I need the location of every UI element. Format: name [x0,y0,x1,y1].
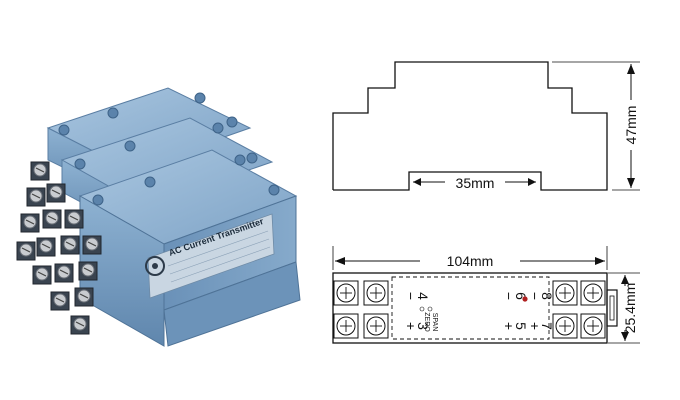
terminal-box [363,313,389,339]
terminal-box [580,280,606,306]
pin-8-sign: − [527,292,543,300]
module-front: AC Current Transmitter [78,149,301,347]
dim-104mm-text: 104mm [447,253,494,269]
terminal-blocks [16,161,102,335]
terminal-box [552,313,578,339]
span-label: SPAN [431,313,438,332]
screw-icon [555,316,575,336]
pin-6-sign: − [501,292,517,300]
span-pot-icon [427,306,433,312]
status-led-icon [522,296,528,302]
top-view: 104mm − 4 + 3 ZERO SPAN − 6 − 8 + 5 + 7 [332,246,640,344]
pin-8-label: 8 [539,292,555,300]
pin-6-label: 6 [513,292,529,300]
terminal-box [580,313,606,339]
zero-label: ZERO [423,312,430,332]
dim-25-4mm-text: 25.4mm [622,283,638,334]
pin-4-sign: − [403,292,419,300]
pin-5-sign: + [501,322,517,330]
pin-7-label: 7 [539,322,555,330]
dim-35mm-text: 35mm [456,175,495,191]
dim-47mm: 47mm [552,61,640,191]
gear-logo-icon [145,256,165,276]
pin-3-label: 3 [415,322,431,330]
pin-3-sign: + [403,322,419,330]
dim-47mm-text: 47mm [623,106,639,145]
terminal-box [552,280,578,306]
product-photo: AC Current Transmitter [16,87,301,347]
terminal-screws [333,280,606,339]
dim-35mm: 35mm [413,175,536,191]
zero-pot-icon [419,306,425,312]
screw-icon [555,283,575,303]
screw-icon [583,316,603,336]
screw-icon [583,283,603,303]
side-profile-outline [332,61,608,191]
screw-icon [366,316,386,336]
pin-5-label: 5 [513,322,529,330]
pin-4-label: 4 [415,292,431,300]
terminal-box [363,280,389,306]
pin-7-sign: + [527,322,543,330]
screw-icon [366,283,386,303]
